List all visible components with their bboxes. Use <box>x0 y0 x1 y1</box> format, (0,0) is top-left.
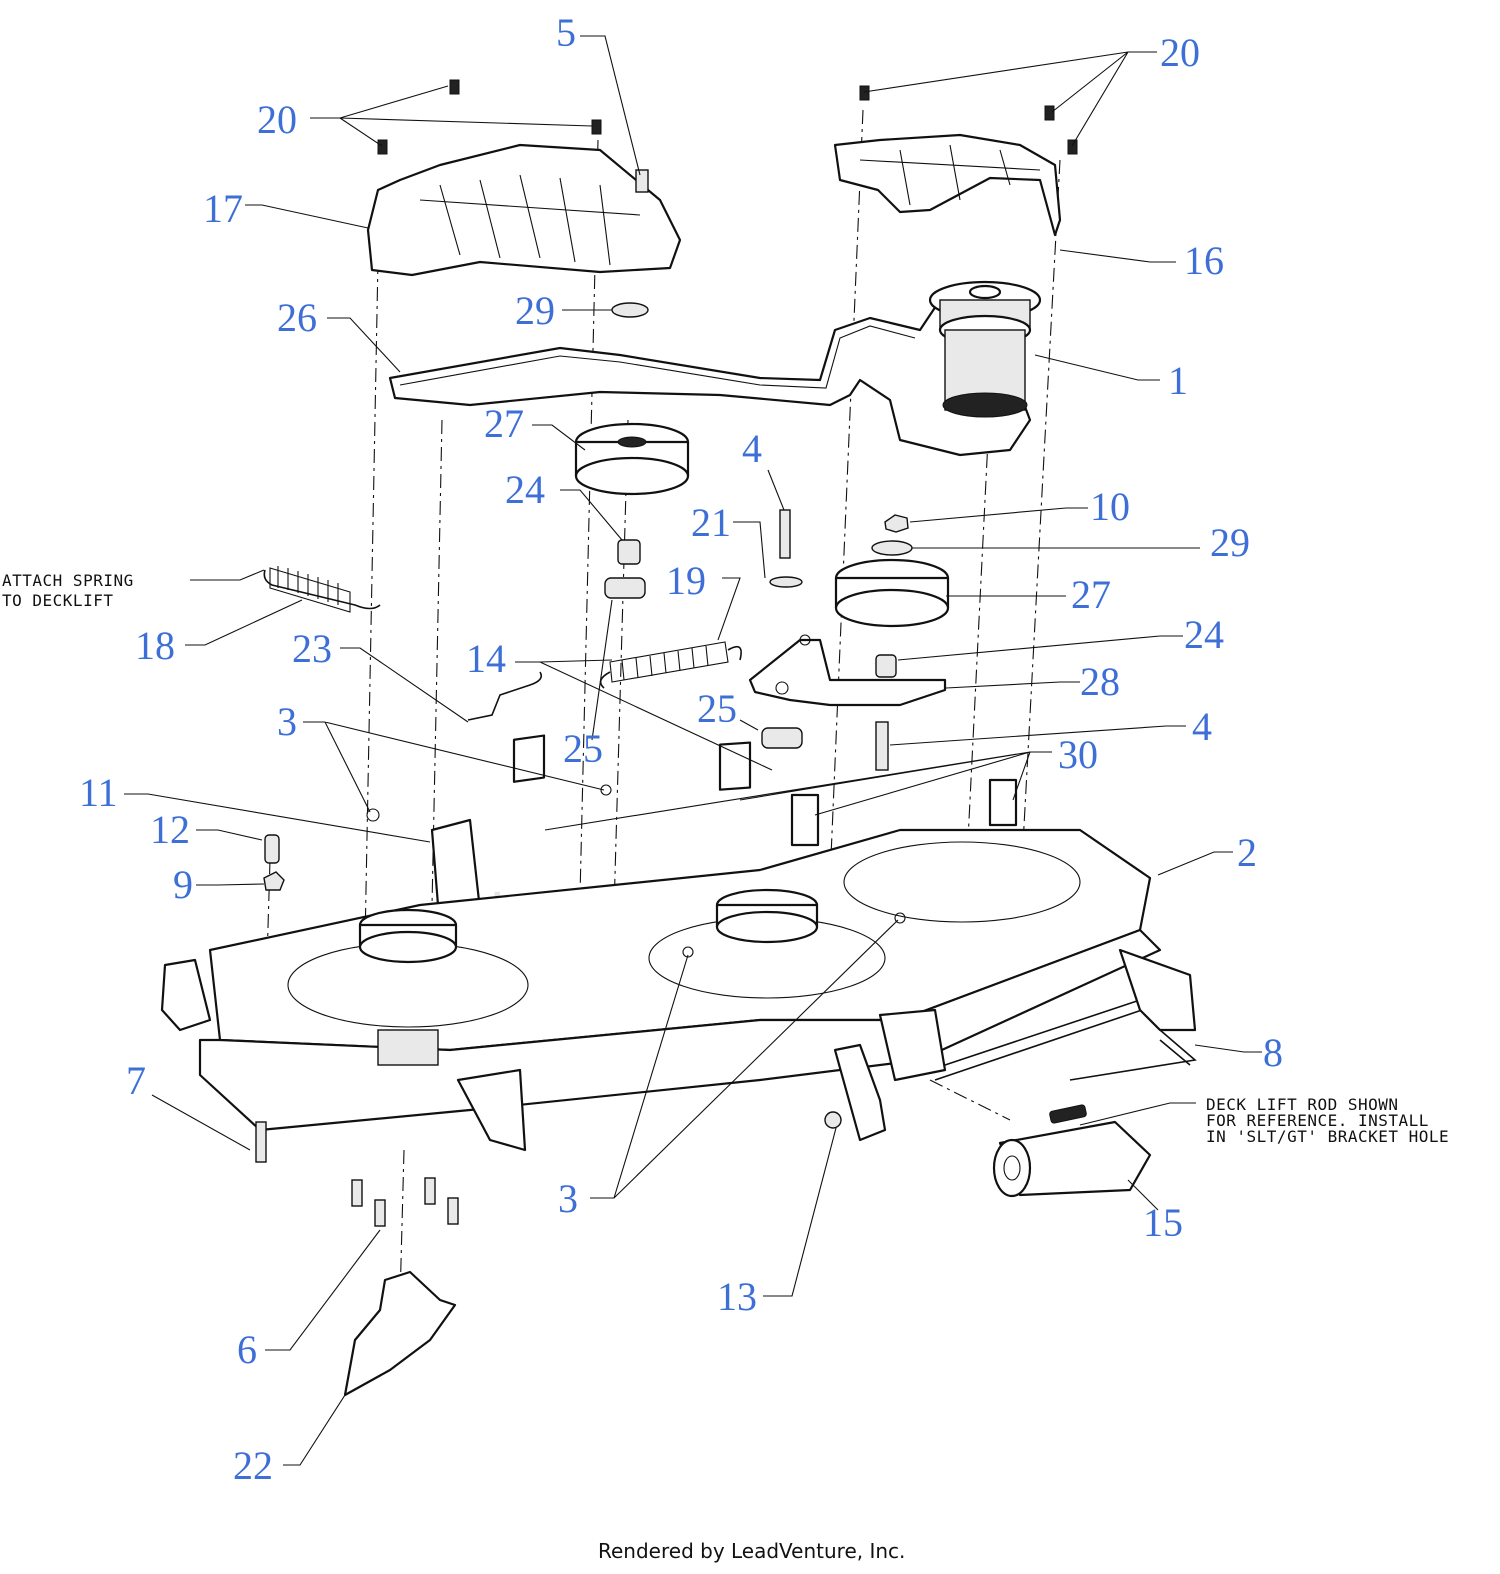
washer-right <box>871 540 913 556</box>
spacer-lower <box>761 727 803 749</box>
idler-pulley-right <box>834 558 950 628</box>
callout-14: 14 <box>466 636 506 681</box>
callout-4-bottom: 4 <box>1192 704 1212 749</box>
pin <box>264 834 280 864</box>
deck-spindle-left <box>358 908 458 1066</box>
alignment-lines <box>261 109 1061 1301</box>
callout-9: 9 <box>173 862 193 907</box>
spring-note-line2: TO DECKLIFT <box>2 591 113 610</box>
callout-27-left: 27 <box>484 401 524 446</box>
callout-25-right: 25 <box>697 686 737 731</box>
callout-25-left: 25 <box>563 726 603 771</box>
callout-24-right: 24 <box>1184 612 1224 657</box>
drive-spindle <box>928 280 1042 418</box>
callout-23: 23 <box>292 626 332 671</box>
leader-lines <box>124 35 1262 1466</box>
idler-pulley-left <box>574 422 690 496</box>
callout-17: 17 <box>203 186 243 231</box>
bolt-lower <box>875 721 889 771</box>
callout-16: 16 <box>1184 238 1224 283</box>
callout-13: 13 <box>717 1274 757 1319</box>
callout-29-right: 29 <box>1210 520 1250 565</box>
callout-3-top: 3 <box>277 699 297 744</box>
callout-15: 15 <box>1143 1200 1183 1245</box>
rod-note-line2: FOR REFERENCE. INSTALL <box>1206 1111 1429 1130</box>
callout-21: 21 <box>691 500 731 545</box>
rod-note-line3: IN 'SLT/GT' BRACKET HOLE <box>1206 1127 1449 1146</box>
washer-small <box>769 576 803 588</box>
callout-6: 6 <box>237 1327 257 1372</box>
bushing-right <box>875 654 897 678</box>
footer-credit: Rendered by LeadVenture, Inc. <box>598 1539 905 1563</box>
spring-note-line1: ATTACH SPRING <box>2 571 134 590</box>
callout-8: 8 <box>1263 1030 1283 1075</box>
callout-7: 7 <box>126 1058 146 1103</box>
callout-12: 12 <box>150 807 190 852</box>
callout-5: 5 <box>556 10 576 55</box>
idler-arm <box>748 634 947 707</box>
bushing-left <box>617 539 641 565</box>
blade-bolts <box>351 1177 459 1227</box>
rear-hanger <box>456 1068 527 1152</box>
callout-28: 28 <box>1080 659 1120 704</box>
rod-note-line1: DECK LIFT ROD SHOWN <box>1206 1095 1399 1114</box>
bolt-upper <box>779 509 791 559</box>
deck-spring <box>263 566 381 613</box>
lock-nut <box>263 871 285 891</box>
carriage-bolt <box>255 1121 267 1163</box>
callout-20-left: 20 <box>257 97 297 142</box>
flange-nut <box>824 1111 842 1129</box>
rod-note: DECK LIFT ROD SHOWN FOR REFERENCE. INSTA… <box>1206 1095 1449 1146</box>
callout-1: 1 <box>1168 358 1188 403</box>
blade <box>343 1270 457 1397</box>
spring-note: ATTACH SPRING TO DECKLIFT <box>2 571 134 610</box>
nut <box>884 514 909 533</box>
callout-18: 18 <box>135 623 175 668</box>
callout-29-top: 29 <box>515 288 555 333</box>
callout-27-right: 27 <box>1071 572 1111 617</box>
callout-4-top: 4 <box>742 426 762 471</box>
lift-rod <box>833 948 1197 1142</box>
link-rod <box>467 671 543 721</box>
mower-deck <box>198 828 1162 1132</box>
gauge-wheel <box>992 1120 1152 1198</box>
callout-labels: 5 20 20 17 16 26 29 1 27 4 24 10 21 29 1… <box>79 10 1283 1488</box>
right-belt-cover <box>833 133 1062 237</box>
callout-10: 10 <box>1090 484 1130 529</box>
hairpin-clips <box>366 784 906 958</box>
callout-30: 30 <box>1058 732 1098 777</box>
callout-3-bottom: 3 <box>558 1176 578 1221</box>
spacer-upper <box>604 577 646 599</box>
deck-spindle-center <box>715 888 819 944</box>
callout-19: 19 <box>666 558 706 603</box>
callout-26: 26 <box>277 295 317 340</box>
threaded-rod <box>1049 1104 1087 1124</box>
left-belt-cover <box>366 143 682 277</box>
callout-22: 22 <box>233 1443 273 1488</box>
callout-20-right: 20 <box>1160 30 1200 75</box>
mounting-brackets <box>512 734 1018 847</box>
callout-2: 2 <box>1237 830 1257 875</box>
callout-24-left: 24 <box>505 467 545 512</box>
screws <box>377 79 1078 193</box>
callout-11: 11 <box>79 770 118 815</box>
washer-upper <box>611 302 649 318</box>
left-hanger <box>160 958 212 1032</box>
